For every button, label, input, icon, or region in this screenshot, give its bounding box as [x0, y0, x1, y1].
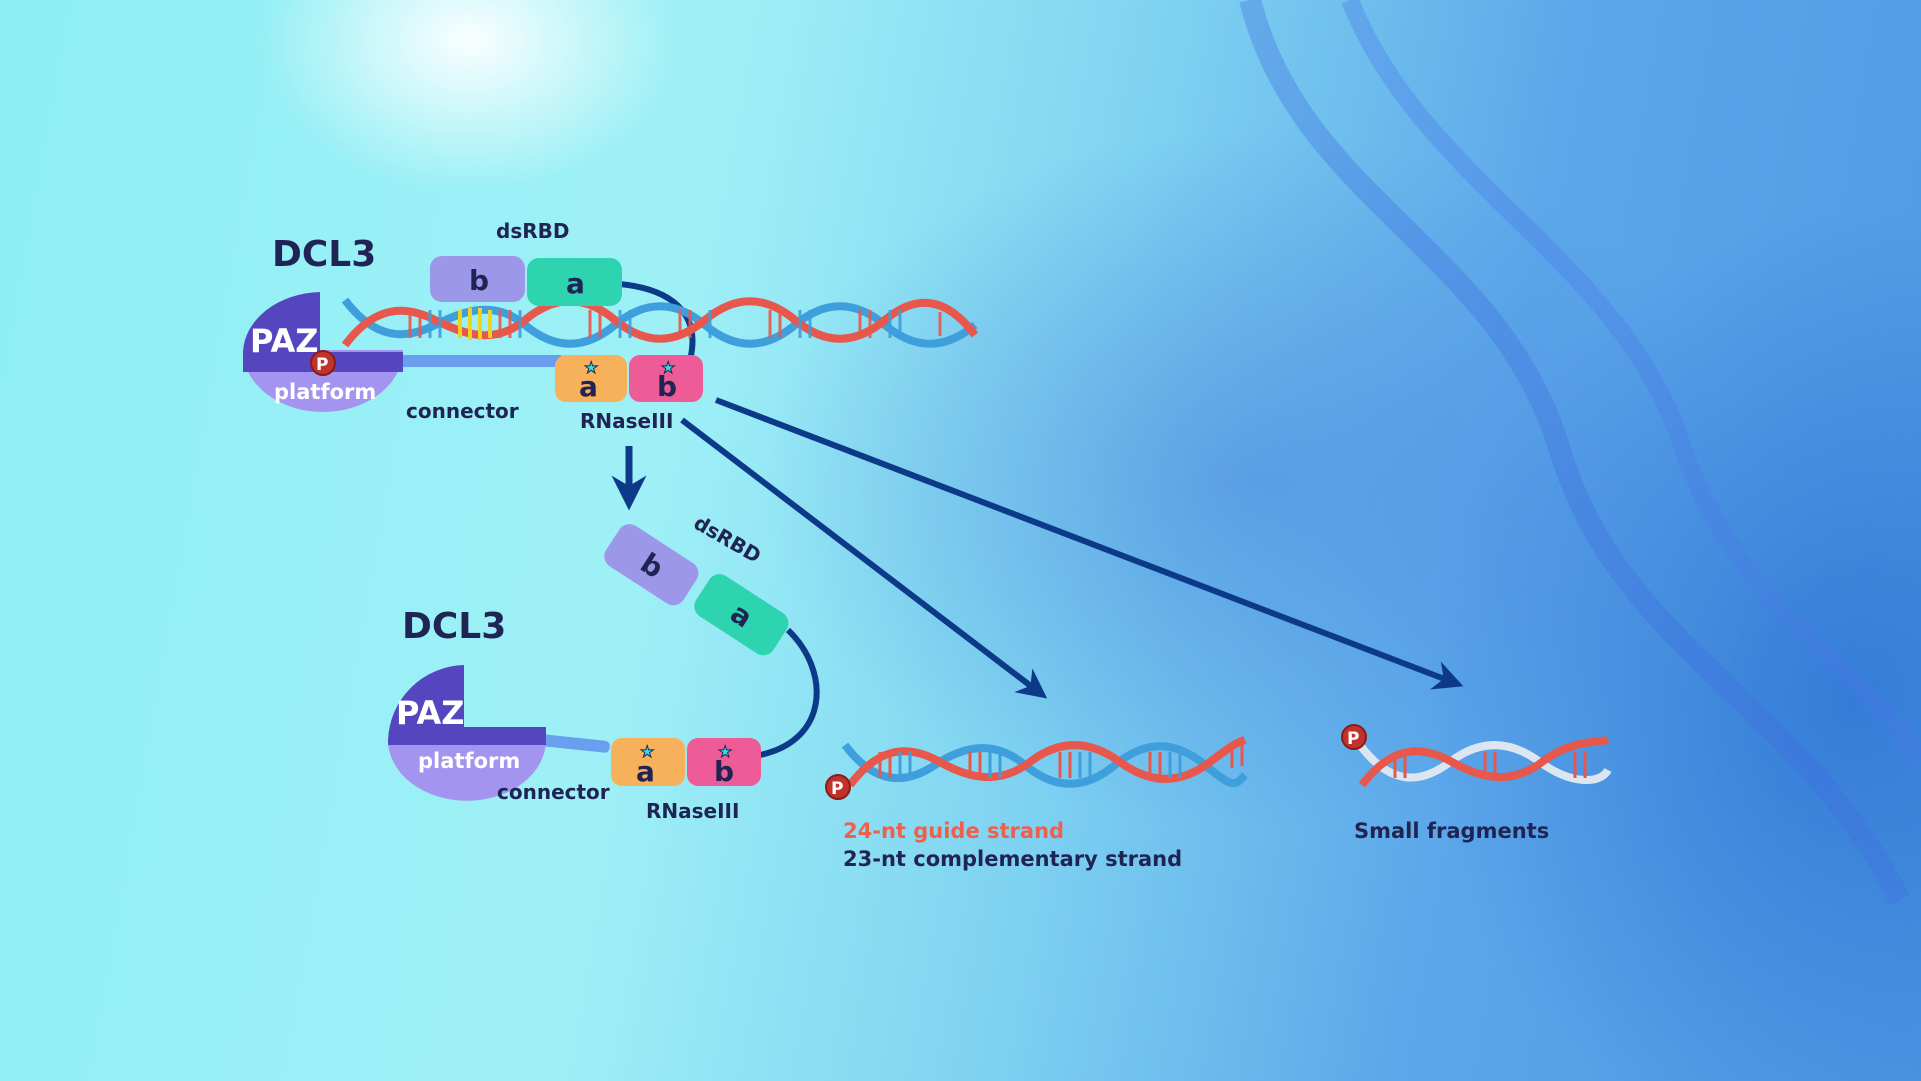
top-dcl3-title: DCL3 [272, 234, 376, 275]
bottom-dsrbd-label: dsRBD [690, 510, 766, 568]
top-dsrbd-label: dsRBD [496, 219, 569, 243]
top-paz-body [243, 292, 403, 372]
top-dsrna-duplex [341, 297, 979, 348]
top-platform-label: platform [274, 380, 376, 404]
bottom-dcl3-title: DCL3 [402, 606, 506, 647]
bottom-rnase-a-star-icon: ★ [640, 742, 654, 761]
top-phosphate-label: P [316, 355, 328, 375]
background-helix [1239, 0, 1921, 905]
bottom-paz-body [388, 665, 546, 745]
bottom-rnase-b-label: b [714, 755, 734, 788]
small-fragments-label: Small fragments [1354, 819, 1549, 843]
bottom-platform-shape [388, 740, 546, 801]
bottom-rnase-label: RNaseIII [646, 799, 739, 823]
top-dsrbd-b-label: b [469, 264, 489, 297]
top-rnase-b-block [629, 355, 703, 402]
top-rnase-label: RNaseIII [580, 409, 673, 433]
top-connector-bar [390, 355, 565, 367]
bottom-paz-label: PAZ [396, 694, 464, 732]
bottom-platform-label: platform [418, 749, 520, 773]
top-rnase-a-label: a [579, 370, 598, 403]
fragment-phosphate-label: P [1347, 729, 1359, 749]
arrow-to-duplex [680, 417, 1048, 699]
duplex-phosphate-icon [825, 774, 851, 800]
top-dsrbd-a-block [527, 258, 622, 306]
complementary-strand-label: 23-nt complementary strand [843, 847, 1182, 871]
top-dsrbd-b-block [430, 256, 525, 302]
top-connector-label: connector [406, 399, 519, 423]
top-rnase-b-label: b [657, 370, 677, 403]
bottom-dsrbd-tether [759, 627, 820, 758]
bottom-rnase-a-label: a [636, 755, 655, 788]
top-dcl3-complex: DCL3 dsRBD [243, 219, 979, 433]
bottom-connector-label: connector [497, 780, 610, 804]
bottom-rnase-b-star-icon: ★ [718, 742, 732, 761]
bottom-rnase-b-block [687, 738, 761, 786]
product-small-fragments: P [1341, 724, 1612, 788]
bottom-dsrbd-b-block [604, 524, 699, 606]
top-rnase-a-block [555, 355, 627, 402]
bottom-dcl3-complex: DCL3 PAZ platform b a dsRBD a ★ b ★ conn… [388, 510, 820, 823]
top-rnase-b-star-icon: ★ [661, 358, 675, 377]
process-arrows [611, 397, 1464, 699]
bottom-rnase-a-block [611, 738, 685, 786]
product-sirna-duplex: P [825, 736, 1248, 800]
duplex-phosphate-label: P [831, 779, 843, 799]
arrow-to-fragments [714, 397, 1464, 690]
top-dsrbd-a-label: a [566, 267, 585, 300]
guide-strand-label: 24-nt guide strand [843, 819, 1064, 843]
bottom-dsrbd-a-block [694, 574, 789, 656]
top-phosphate-icon [310, 350, 336, 376]
fragment-phosphate-icon [1341, 724, 1367, 750]
top-paz-label: PAZ [250, 322, 318, 360]
top-rnase-a-star-icon: ★ [584, 358, 598, 377]
